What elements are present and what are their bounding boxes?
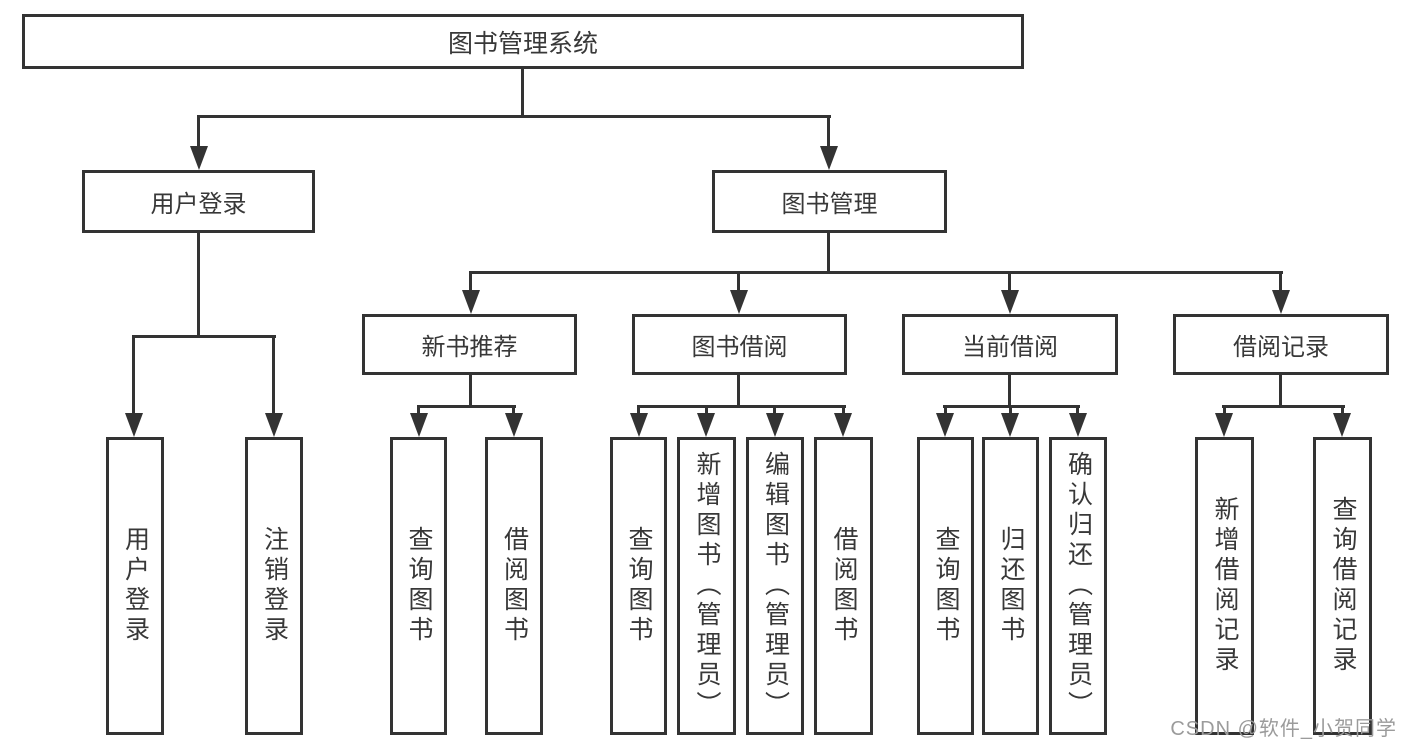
leaf-logout: 注销登录 [245,437,303,735]
connector-leaf-drop [842,405,845,415]
connector-level3-drop [1279,271,1282,292]
connector-leaf-drop [773,405,776,415]
connector-level3-drop [1008,271,1011,292]
connector-leaf-drop [944,405,947,415]
node-borrowing-records: 借阅记录 [1173,314,1389,375]
connector-level3-drop [469,271,472,292]
leaf-add-book-admin: 新增图书（管理员） [677,437,736,735]
leaf-confirm-return-admin: 确认归还（管理员） [1049,437,1107,735]
arrow-down-icon [462,290,480,314]
connector-leaf-drop [1076,405,1079,415]
leaf-query-books: 查询图书 [917,437,974,735]
arrow-down-icon [936,413,954,437]
connector-leaf-drop [705,405,708,415]
node-book-management: 图书管理 [712,170,947,233]
connector-leaf-drop [417,405,420,415]
arrow-down-icon [1001,413,1019,437]
connector-leaf-drop [1223,405,1226,415]
connector-leaf-drop [1009,405,1012,415]
leaf-query-books: 查询图书 [390,437,447,735]
connector-group-bar [637,405,846,408]
connector-root-stem [521,69,524,117]
arrow-down-icon [820,146,838,170]
node-current-borrowing: 当前借阅 [902,314,1118,375]
connector-book-mgmt-drop [827,115,830,148]
connector-user-login-drop [197,115,200,148]
node-library-management-system: 图书管理系统 [22,14,1024,69]
watermark: CSDN @软件_小贺同学 [1170,718,1397,740]
connector-level2-bar [197,115,831,118]
leaf-query-books: 查询图书 [610,437,667,735]
connector-leaf-drop [512,405,515,415]
connector-level3-drop [737,271,740,292]
arrow-down-icon [1215,413,1233,437]
connector-leaf-drop [637,405,640,415]
arrow-down-icon [410,413,428,437]
connector-level3-bar [469,271,1283,274]
connector-leaf-drop [272,335,275,415]
arrow-down-icon [1272,290,1290,314]
arrow-down-icon [1001,290,1019,314]
arrow-down-icon [630,413,648,437]
leaf-borrow-books: 借阅图书 [485,437,543,735]
arrow-down-icon [730,290,748,314]
connector-leaf-drop [1341,405,1344,415]
connector-book-mgmt-stem [827,233,830,274]
connector-group-stem [737,375,740,408]
node-book-borrowing: 图书借阅 [632,314,847,375]
connector-group-stem [469,375,472,408]
connector-leaf-drop [132,335,135,415]
node-new-book-recommendation: 新书推荐 [362,314,577,375]
connector-user-login-bar [132,335,276,338]
leaf-return-book: 归还图书 [982,437,1039,735]
arrow-down-icon [1333,413,1351,437]
arrow-down-icon [265,413,283,437]
connector-group-stem [1279,375,1282,408]
arrow-down-icon [1069,413,1087,437]
leaf-edit-book-admin: 编辑图书（管理员） [746,437,804,735]
arrow-down-icon [766,413,784,437]
leaf-user-login: 用户登录 [106,437,164,735]
arrow-down-icon [834,413,852,437]
connector-group-stem [1008,375,1011,408]
connector-user-login-stem [197,233,200,337]
connector-group-bar [417,405,516,408]
arrow-down-icon [505,413,523,437]
arrow-down-icon [190,146,208,170]
node-user-login: 用户登录 [82,170,315,233]
leaf-query-borrow-record: 查询借阅记录 [1313,437,1372,735]
leaf-add-borrow-record: 新增借阅记录 [1195,437,1254,735]
arrow-down-icon [697,413,715,437]
leaf-borrow-books: 借阅图书 [814,437,873,735]
connector-group-bar [1222,405,1345,408]
arrow-down-icon [125,413,143,437]
